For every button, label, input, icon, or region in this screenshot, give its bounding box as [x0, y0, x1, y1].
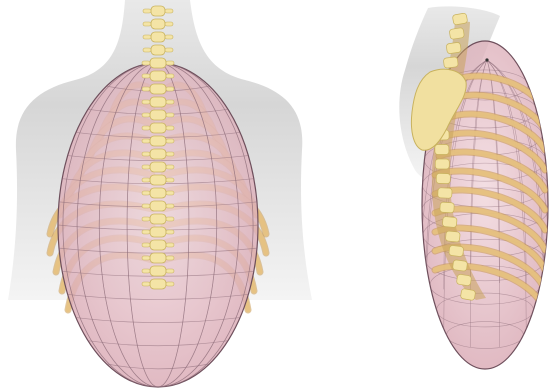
- transverse-process: [166, 74, 174, 78]
- posterior-view: [8, 0, 312, 387]
- vertebra: [150, 162, 166, 172]
- transverse-process: [166, 191, 174, 195]
- transverse-process: [165, 48, 173, 52]
- vertebra: [446, 42, 461, 54]
- vertebra: [150, 175, 166, 185]
- vertebra: [150, 253, 166, 263]
- vertebra: [150, 123, 166, 133]
- transverse-process: [143, 35, 151, 39]
- transverse-process: [166, 126, 174, 130]
- vertebra: [456, 274, 471, 286]
- transverse-process: [166, 230, 174, 234]
- vertebra: [442, 216, 457, 227]
- transverse-process: [142, 139, 150, 143]
- vertebra: [435, 159, 449, 169]
- transverse-process: [166, 152, 174, 156]
- vertebra: [443, 57, 458, 69]
- vertebra: [435, 144, 449, 154]
- vertebra: [150, 201, 166, 211]
- transverse-process: [166, 282, 174, 286]
- transverse-process: [166, 243, 174, 247]
- transverse-process: [166, 269, 174, 273]
- vertebra: [150, 266, 166, 276]
- vertebra: [150, 214, 166, 224]
- vertebra: [151, 19, 165, 29]
- transverse-process: [142, 61, 150, 65]
- vertebra: [150, 279, 166, 289]
- vertebra: [452, 260, 467, 272]
- transverse-process: [142, 113, 150, 117]
- vertebra: [150, 149, 166, 159]
- ellipsoid-apex: [485, 58, 488, 61]
- transverse-process: [166, 61, 174, 65]
- transverse-process: [166, 204, 174, 208]
- vertebra: [150, 110, 166, 120]
- transverse-process: [143, 9, 151, 13]
- transverse-process: [166, 100, 174, 104]
- transverse-process: [142, 74, 150, 78]
- transverse-process: [166, 113, 174, 117]
- transverse-process: [142, 152, 150, 156]
- vertebra: [150, 227, 166, 237]
- transverse-process: [142, 191, 150, 195]
- vertebra: [150, 58, 166, 68]
- transverse-process: [142, 217, 150, 221]
- vertebra: [449, 27, 464, 39]
- vertebra: [449, 245, 464, 257]
- vertebra: [150, 97, 166, 107]
- transverse-process: [166, 139, 174, 143]
- vertebra: [445, 231, 460, 242]
- transverse-process: [165, 9, 173, 13]
- transverse-process: [166, 256, 174, 260]
- vertebra: [436, 173, 450, 183]
- transverse-process: [142, 178, 150, 182]
- vertebra: [150, 71, 166, 81]
- vertebra: [438, 188, 452, 199]
- transverse-process: [142, 269, 150, 273]
- vertebra: [151, 32, 165, 42]
- vertebra: [151, 45, 165, 55]
- transverse-process: [142, 165, 150, 169]
- transverse-process: [166, 87, 174, 91]
- vertebra: [150, 240, 166, 250]
- vertebra: [440, 202, 455, 213]
- transverse-process: [142, 282, 150, 286]
- vertebra: [460, 288, 476, 300]
- transverse-process: [142, 87, 150, 91]
- transverse-process: [142, 100, 150, 104]
- transverse-process: [142, 126, 150, 130]
- transverse-process: [166, 217, 174, 221]
- transverse-process: [165, 22, 173, 26]
- vertebra: [151, 6, 165, 16]
- transverse-process: [142, 204, 150, 208]
- transverse-process: [165, 35, 173, 39]
- lateral-view: [399, 6, 550, 369]
- transverse-process: [142, 243, 150, 247]
- transverse-process: [143, 22, 151, 26]
- transverse-process: [143, 48, 151, 52]
- vertebra: [150, 84, 166, 94]
- vertebra: [150, 188, 166, 198]
- transverse-process: [166, 178, 174, 182]
- vertebra: [452, 13, 468, 25]
- transverse-process: [142, 230, 150, 234]
- transverse-process: [142, 256, 150, 260]
- vertebra: [150, 136, 166, 146]
- transverse-process: [166, 165, 174, 169]
